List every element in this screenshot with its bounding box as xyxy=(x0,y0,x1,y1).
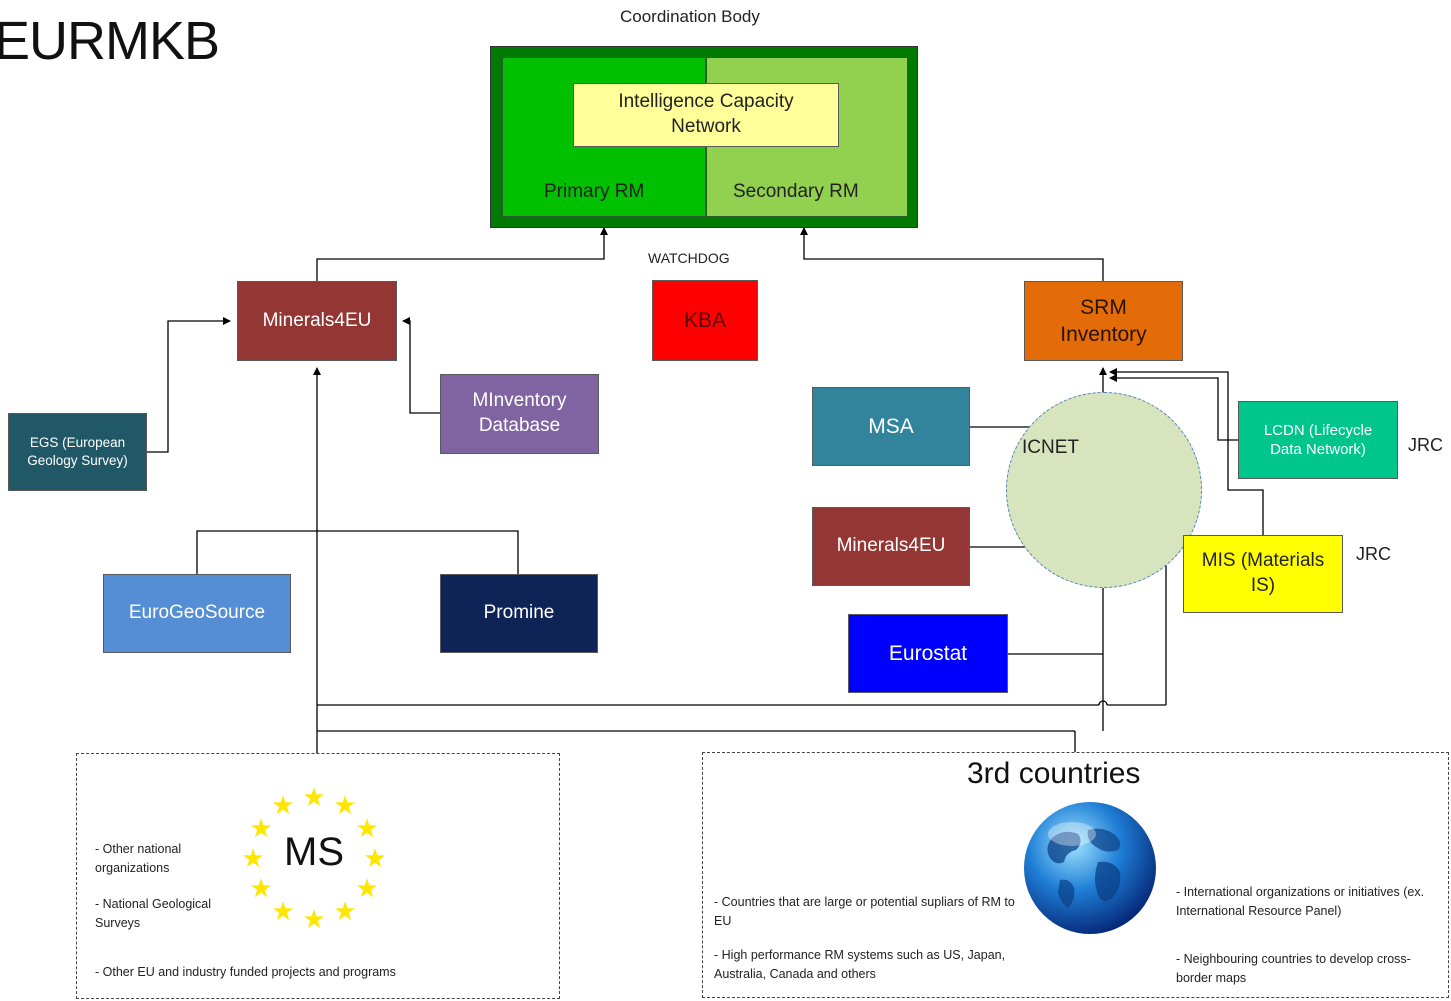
watchdog-label: WATCHDOG xyxy=(648,250,730,266)
svg-text:★: ★ xyxy=(302,905,325,935)
eu-stars-icon: ★ ★ ★ ★ ★ ★ ★ ★ ★ ★ ★ ★ xyxy=(241,783,386,935)
jrc-label-lcdn: JRC xyxy=(1408,435,1443,455)
ms-emblem-label: MS xyxy=(284,830,344,874)
svg-text:★: ★ xyxy=(302,783,325,813)
icnet-circle xyxy=(1006,392,1202,588)
third-note-high-performance: - High performance RM systems such as US… xyxy=(714,948,1006,982)
globe-icon xyxy=(1024,802,1156,934)
ms-note-geological-surveys: - National Geological Surveys xyxy=(95,897,212,931)
intelligence-capacity-network: Intelligence Capacity Network xyxy=(573,83,839,147)
eurogeosource-box: EuroGeoSource xyxy=(103,574,291,653)
svg-text:★: ★ xyxy=(249,814,272,844)
svg-text:★: ★ xyxy=(333,897,356,927)
coordination-body: Intelligence Capacity Network Primary RM… xyxy=(490,46,918,228)
svg-text:★: ★ xyxy=(363,844,386,874)
svg-text:★: ★ xyxy=(355,814,378,844)
link-egs-minerals4eu xyxy=(147,317,231,453)
primary-rm-label: Primary RM xyxy=(544,181,645,202)
msa-box: MSA xyxy=(812,387,970,466)
ms-note-eu-projects: - Other EU and industry funded projects … xyxy=(95,965,396,979)
third-note-suppliers: - Countries that are large or potential … xyxy=(714,895,1015,929)
lcdn-box: LCDN (Lifecycle Data Network) xyxy=(1238,401,1398,479)
svg-text:★: ★ xyxy=(333,791,356,821)
kba-box: KBA xyxy=(652,280,758,361)
link-eurogeosource-promine xyxy=(196,530,519,574)
svg-text:★: ★ xyxy=(241,844,264,874)
svg-text:★: ★ xyxy=(271,897,294,927)
svg-text:★: ★ xyxy=(249,874,272,904)
egs-box: EGS (European Geology Survey) xyxy=(8,413,147,491)
secondary-rm-label: Secondary RM xyxy=(733,181,859,202)
minventory-database-box: MInventory Database xyxy=(440,374,599,454)
promine-box: Promine xyxy=(440,574,598,653)
page-title: EURMKB xyxy=(0,11,220,71)
coordination-body-label: Coordination Body xyxy=(620,7,760,26)
minerals4eu-right-box: Minerals4EU xyxy=(812,507,970,586)
srm-inventory-box: SRM Inventory xyxy=(1024,281,1183,361)
svg-text:★: ★ xyxy=(271,791,294,821)
mis-box: MIS (Materials IS) xyxy=(1183,535,1343,613)
jrc-label-mis: JRC xyxy=(1356,544,1391,564)
third-note-international: - International organizations or initiat… xyxy=(1176,885,1425,919)
minerals4eu-left-box: Minerals4EU xyxy=(237,281,397,361)
third-note-neighbouring: - Neighbouring countries to develop cros… xyxy=(1176,952,1411,986)
third-countries-panel xyxy=(702,752,1449,998)
member-states-panel xyxy=(76,753,560,999)
ms-note-other-national: - Other national organizations xyxy=(95,842,182,876)
third-countries-title: 3rd countries xyxy=(967,757,1141,790)
link-minerals4eu-primary xyxy=(316,227,608,281)
eurostat-box: Eurostat xyxy=(848,614,1008,693)
link-minventory-minerals4eu xyxy=(402,317,440,414)
icnet-label: ICNET xyxy=(1022,437,1079,458)
svg-text:★: ★ xyxy=(355,874,378,904)
link-srm-secondary xyxy=(800,227,1104,281)
